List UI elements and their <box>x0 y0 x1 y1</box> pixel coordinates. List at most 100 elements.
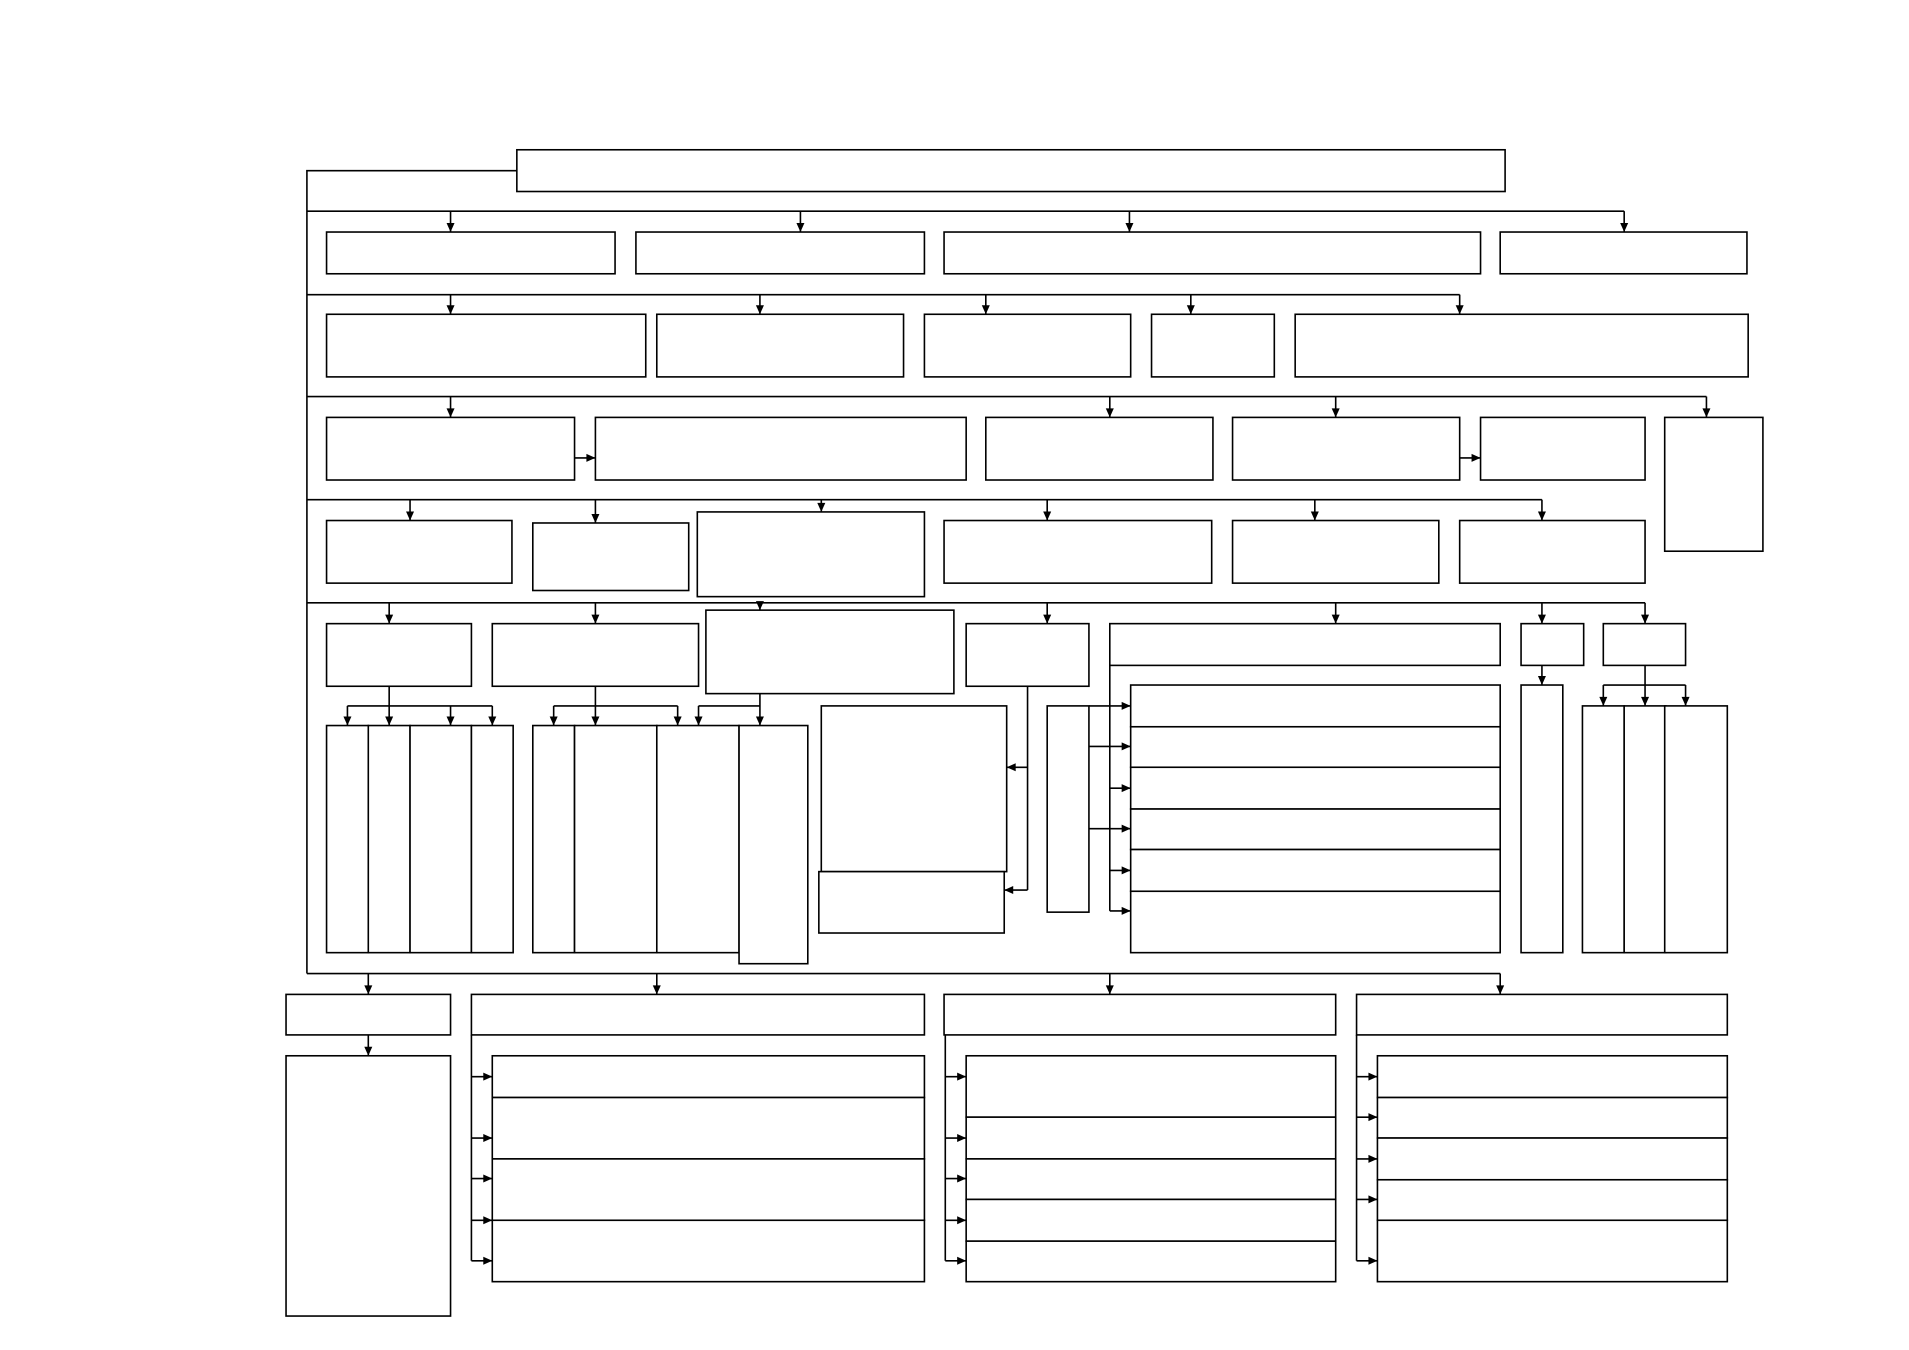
arrowhead <box>1043 511 1052 521</box>
arrowhead <box>364 1046 373 1056</box>
level3-box-2 <box>594 416 967 481</box>
col-a-4 <box>470 724 514 954</box>
list-2-row-4 <box>491 1219 926 1283</box>
arrowhead <box>591 513 600 523</box>
arrowhead <box>446 305 455 315</box>
arrowhead <box>586 453 596 462</box>
col-c-top <box>820 705 1008 873</box>
level4-box-6 <box>1458 519 1646 584</box>
level2-box-4 <box>1150 313 1276 378</box>
level4-box-1 <box>325 519 513 584</box>
bottom-tall <box>285 1054 452 1317</box>
bottom-head-4 <box>1355 993 1729 1036</box>
col-f <box>1520 684 1564 954</box>
arrowhead <box>1105 985 1114 995</box>
arrowhead <box>652 985 661 995</box>
list-4-row-2 <box>1376 1096 1729 1139</box>
list-4-row-1 <box>1376 1054 1729 1099</box>
level1-box-1 <box>325 231 616 275</box>
arrowhead <box>591 614 600 624</box>
row-e-1 <box>1129 684 1501 728</box>
bottom-head-3 <box>943 993 1337 1036</box>
list-4-row-5 <box>1376 1219 1729 1283</box>
level3-box-3 <box>985 416 1214 481</box>
col-b-3 <box>655 724 740 954</box>
list-3-row-1 <box>965 1054 1337 1118</box>
arrowhead <box>1471 453 1481 462</box>
level5-box-7 <box>1602 622 1687 667</box>
list-4-row-3 <box>1376 1137 1729 1181</box>
level4-box-3 <box>696 511 926 598</box>
arrowhead <box>1368 1154 1378 1163</box>
col-d <box>1046 705 1090 913</box>
level4-box-5 <box>1231 519 1440 584</box>
level5-box-1 <box>325 622 473 688</box>
diagram-boxes <box>285 148 1764 1317</box>
list-2-row-1 <box>491 1054 926 1099</box>
level5-box-3 <box>705 609 955 695</box>
arrowhead <box>483 1256 493 1265</box>
arrowhead <box>694 716 703 726</box>
arrowhead <box>957 1216 967 1225</box>
connector-line <box>306 169 517 974</box>
col-g-1 <box>1581 705 1625 954</box>
arrowhead <box>817 502 826 512</box>
col-c-bottom <box>818 870 1006 934</box>
arrowhead <box>1125 223 1134 233</box>
arrowhead <box>1006 763 1016 772</box>
arrowhead <box>1496 985 1505 995</box>
level5-box-6 <box>1520 622 1585 667</box>
row-e-3 <box>1129 766 1501 810</box>
col-b-2 <box>573 724 658 954</box>
arrowhead <box>1702 408 1711 418</box>
arrowhead <box>1043 614 1052 624</box>
level1-box-2 <box>635 231 926 275</box>
root-box <box>516 148 1506 193</box>
arrowhead <box>446 408 455 418</box>
arrowhead <box>488 716 497 726</box>
arrowhead <box>1004 886 1014 895</box>
level4-box-2 <box>531 522 690 592</box>
arrowheads <box>343 223 1711 1265</box>
arrowhead <box>549 716 558 726</box>
arrowhead <box>1368 1113 1378 1122</box>
bottom-head-2 <box>470 993 926 1036</box>
list-2-row-2 <box>491 1096 926 1160</box>
list-3-row-5 <box>965 1240 1337 1283</box>
col-b-4 <box>738 724 809 965</box>
arrowhead <box>1331 614 1340 624</box>
arrowhead <box>1121 866 1131 875</box>
list-3-row-2 <box>965 1116 1337 1160</box>
level4-box-4 <box>943 519 1213 584</box>
list-3-row-4 <box>965 1198 1337 1242</box>
arrowhead <box>446 716 455 726</box>
col-b-1 <box>531 724 576 954</box>
arrowhead <box>483 1216 493 1225</box>
col-a-2 <box>367 724 411 954</box>
arrowhead <box>1368 1072 1378 1081</box>
level1-box-4 <box>1499 231 1748 275</box>
arrowhead <box>755 716 764 726</box>
arrowhead <box>1537 614 1546 624</box>
arrowhead <box>755 601 764 611</box>
level3-box-4 <box>1231 416 1461 481</box>
col-g-3 <box>1663 705 1729 954</box>
level1-box-3 <box>943 231 1482 275</box>
arrowhead <box>1599 696 1608 706</box>
arrowhead <box>483 1134 493 1143</box>
arrowhead <box>1641 614 1650 624</box>
arrowhead <box>1537 676 1546 686</box>
list-4-row-4 <box>1376 1178 1729 1222</box>
arrowhead <box>483 1072 493 1081</box>
arrowhead <box>1186 305 1195 315</box>
row-e-4 <box>1129 808 1501 851</box>
arrowhead <box>796 223 805 233</box>
arrowhead <box>1121 742 1131 751</box>
arrowhead <box>1121 701 1131 710</box>
level5-box-2 <box>491 622 700 688</box>
arrowhead <box>1641 696 1650 706</box>
row-e-5 <box>1129 848 1501 893</box>
arrowhead <box>1537 511 1546 521</box>
arrowhead <box>957 1134 967 1143</box>
level2-box-2 <box>655 313 905 378</box>
